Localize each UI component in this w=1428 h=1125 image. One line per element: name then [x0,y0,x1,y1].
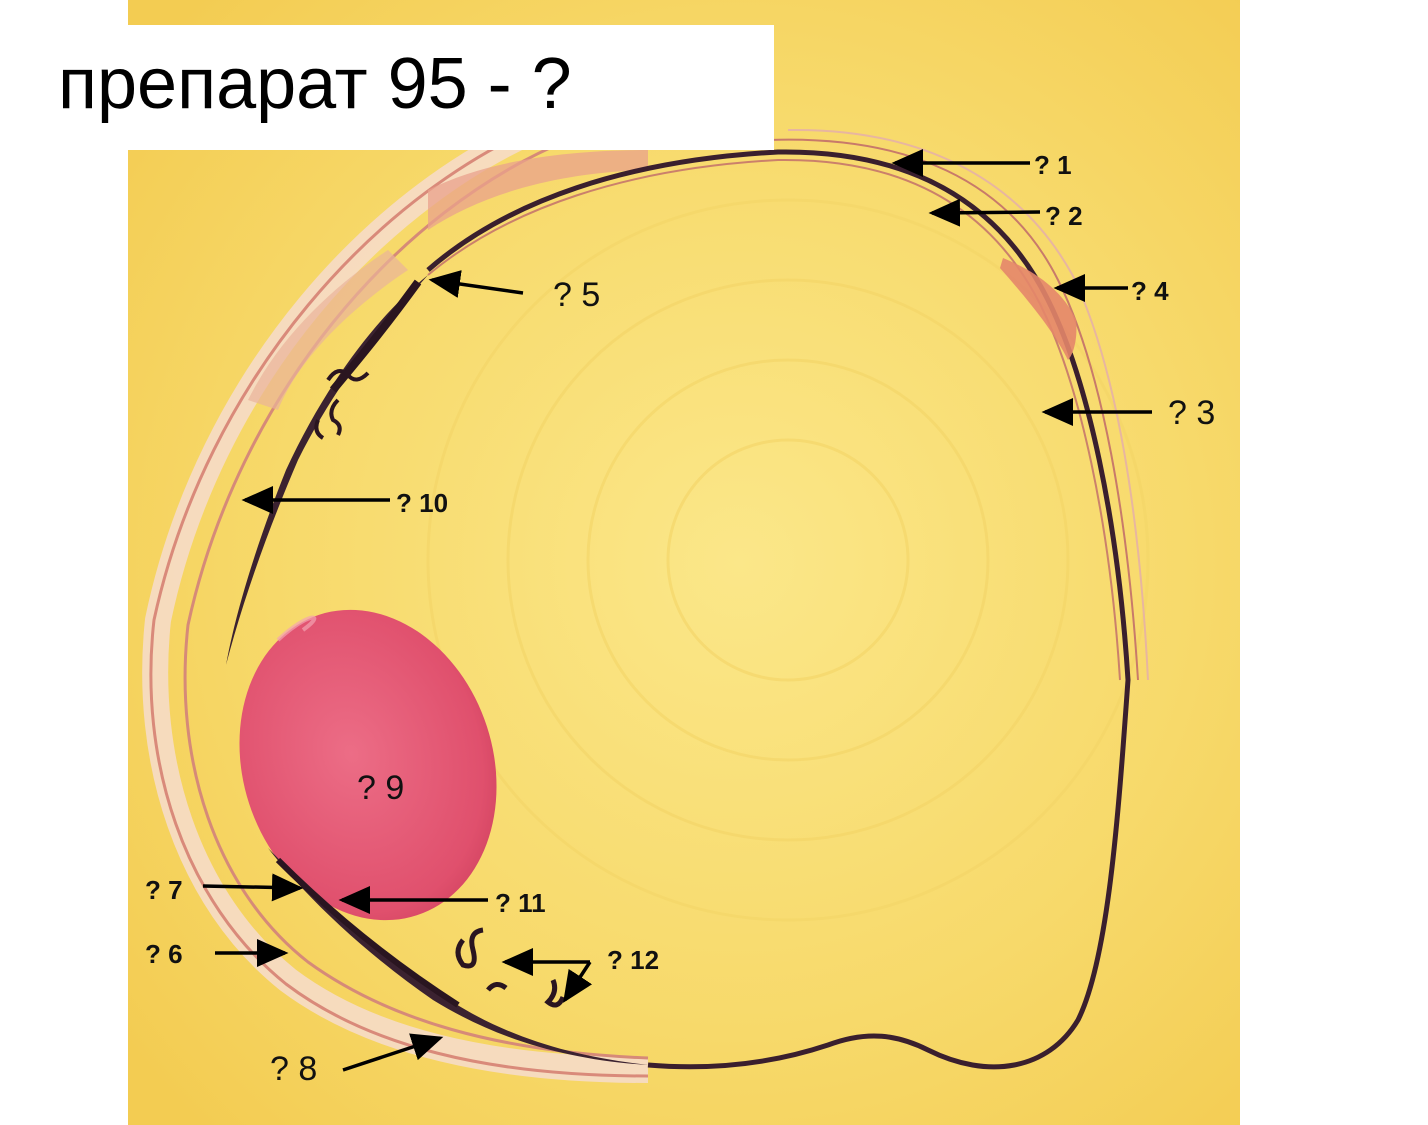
arrow-5 [428,270,524,298]
lens [239,609,497,921]
label-1: ? 1 [1034,150,1072,180]
label-9: ? 9 [357,769,405,807]
histology-slide-image [128,0,1240,1125]
label-3: ? 3 [1168,394,1216,432]
ciliary-processes-upper [314,369,370,440]
arrow-2 [928,198,1041,227]
label-7: ? 7 [145,875,183,905]
page-title: препарат 95 - ? [58,44,572,124]
label-6: ? 6 [145,939,183,969]
label-12: ? 12 [607,945,660,975]
label-10: ? 10 [396,488,449,518]
conjunctiva-tissue [428,150,648,230]
label-2: ? 2 [1045,201,1083,231]
title-box [36,25,774,150]
slide-background [128,0,1240,1125]
ciliary-processes-lower [455,927,566,1008]
arrow-12b [563,961,593,1003]
label-11: ? 11 [495,888,546,918]
arrow-7 [202,873,304,902]
label-5: ? 5 [553,276,601,314]
arrow-8 [342,1033,444,1072]
label-4: ? 4 [1131,276,1169,306]
eye-wall [426,149,1131,1070]
vitreous-texture [426,198,1150,922]
extraocular-muscle-fragment [1000,258,1077,360]
label-8: ? 8 [270,1050,318,1088]
